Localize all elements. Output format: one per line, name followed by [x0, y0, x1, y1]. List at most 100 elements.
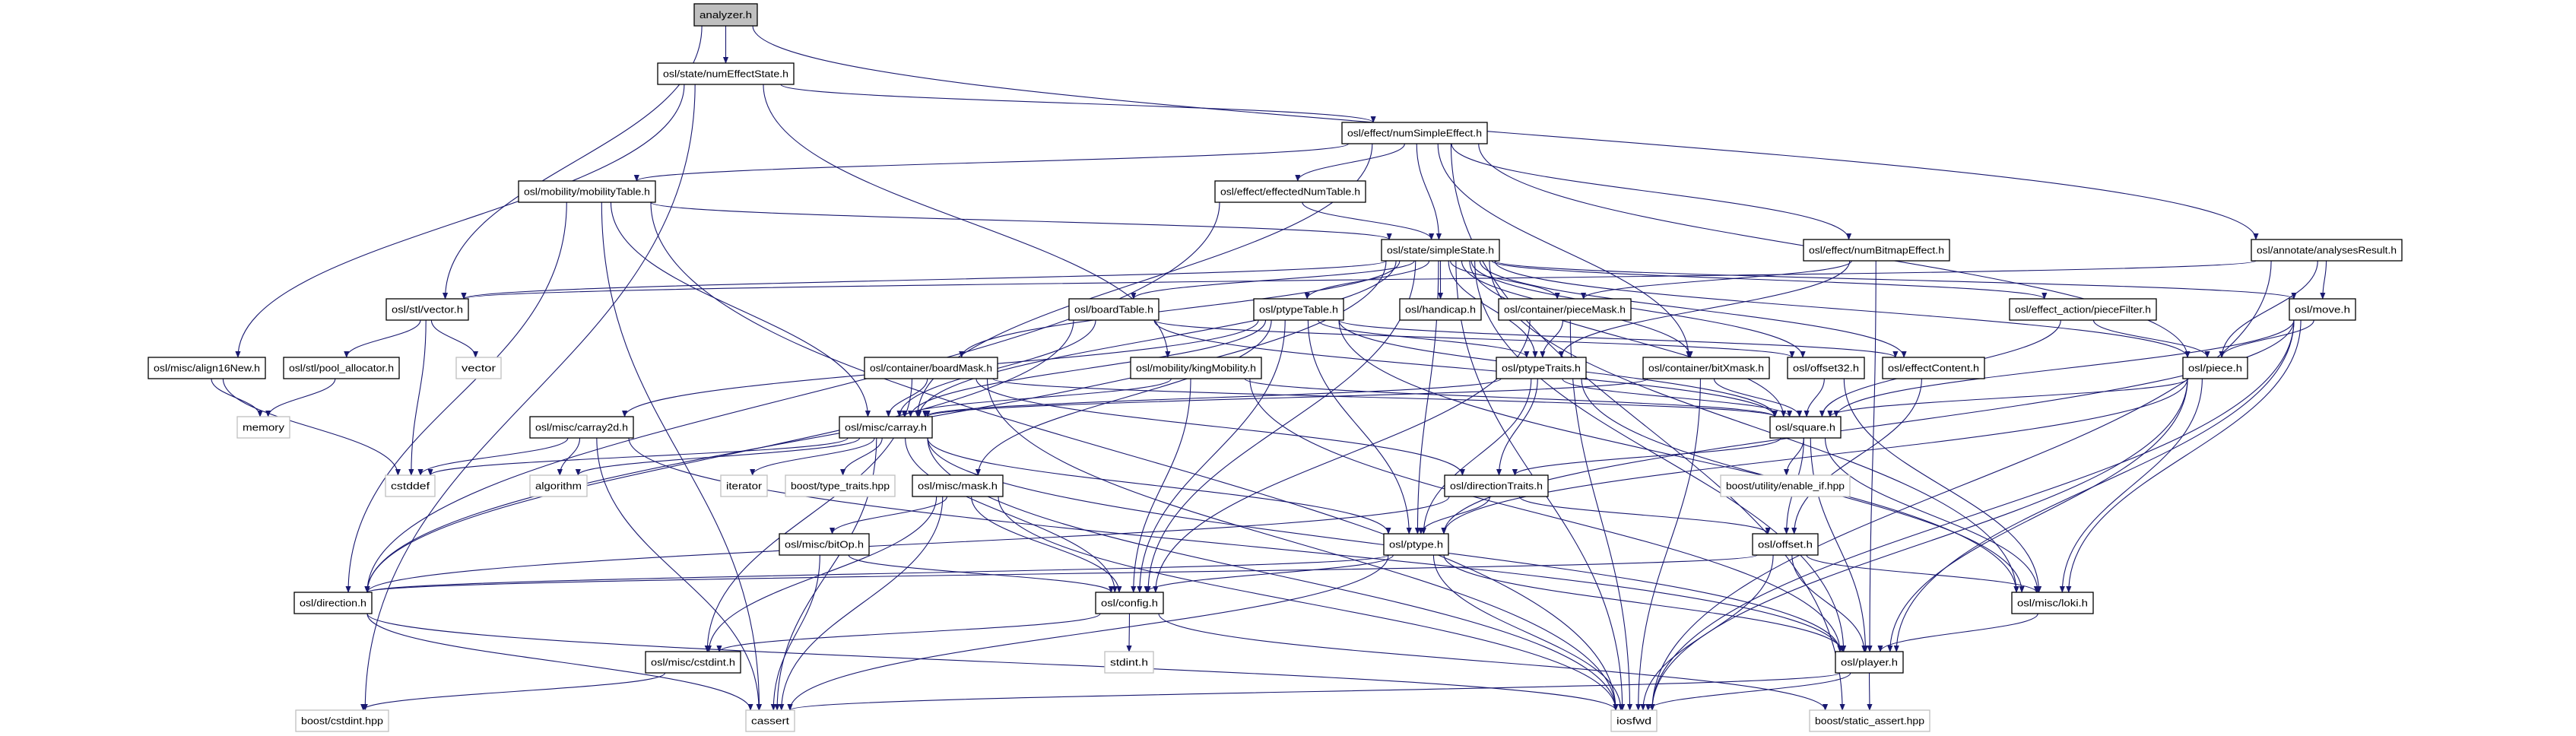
node-box[interactable]	[1381, 239, 1500, 262]
node-carray[interactable]: osl/misc/carray.h	[839, 416, 933, 439]
node-numSimpleEffect[interactable]: osl/effect/numSimpleEffect.h	[1341, 122, 1488, 144]
node-box[interactable]	[529, 416, 634, 439]
node-box[interactable]	[1496, 357, 1587, 379]
node-box[interactable]	[1803, 239, 1950, 262]
node-ptype[interactable]: osl/ptype.h	[1383, 533, 1449, 556]
node-box[interactable]	[1130, 357, 1262, 379]
node-numEffectState[interactable]: osl/state/numEffectState.h	[657, 62, 795, 85]
node-memory[interactable]: memory	[236, 416, 290, 439]
node-numBitmapEffect[interactable]: osl/effect/numBitmapEffect.h	[1803, 239, 1950, 262]
node-box[interactable]	[1341, 122, 1488, 144]
node-analysesResult[interactable]: osl/annotate/analysesResult.h	[2251, 239, 2403, 262]
node-box[interactable]	[529, 474, 588, 497]
node-box[interactable]	[1399, 298, 1482, 321]
node-box[interactable]	[839, 416, 933, 439]
node-box[interactable]	[1253, 298, 1344, 321]
node-effectContent[interactable]: osl/effectContent.h	[1882, 357, 1985, 379]
node-box[interactable]	[1214, 180, 1366, 203]
node-offset32[interactable]: osl/offset32.h	[1787, 357, 1865, 379]
node-algorithm[interactable]: algorithm	[529, 474, 588, 497]
node-box[interactable]	[2182, 357, 2248, 379]
node-static_assert[interactable]: boost/static_assert.hpp	[1809, 709, 1930, 732]
node-vector[interactable]: vector	[455, 357, 502, 379]
node-square[interactable]: osl/square.h	[1769, 416, 1842, 439]
node-box[interactable]	[1068, 298, 1160, 321]
node-box[interactable]	[283, 357, 400, 379]
node-bitXmask[interactable]: osl/container/bitXmask.h	[1642, 357, 1770, 379]
node-directionTraits[interactable]: osl/directionTraits.h	[1444, 474, 1549, 497]
node-vector_h[interactable]: osl/stl/vector.h	[385, 298, 469, 321]
node-config[interactable]: osl/config.h	[1095, 592, 1164, 614]
node-ptypeTraits[interactable]: osl/ptypeTraits.h	[1496, 357, 1587, 379]
node-box[interactable]	[1383, 533, 1449, 556]
node-mobilityTable[interactable]: osl/mobility/mobilityTable.h	[518, 180, 656, 203]
node-simpleState[interactable]: osl/state/simpleState.h	[1381, 239, 1500, 262]
node-box[interactable]	[2251, 239, 2403, 262]
node-label: iterator	[726, 481, 763, 492]
node-iosfwd[interactable]: iosfwd	[1610, 709, 1658, 732]
node-direction[interactable]: osl/direction.h	[293, 592, 373, 614]
node-box[interactable]	[1835, 651, 1904, 674]
node-mask[interactable]: osl/misc/mask.h	[912, 474, 1004, 497]
node-enable_if[interactable]: boost/utility/enable_if.hpp	[1720, 474, 1851, 497]
node-box[interactable]	[293, 592, 373, 614]
node-pool_allocator[interactable]: osl/stl/pool_allocator.h	[283, 357, 400, 379]
node-box[interactable]	[1104, 651, 1154, 674]
node-box[interactable]	[1809, 709, 1930, 732]
node-box[interactable]	[1498, 298, 1632, 321]
node-box[interactable]	[1444, 474, 1549, 497]
node-box[interactable]	[1642, 357, 1770, 379]
node-box[interactable]	[1769, 416, 1842, 439]
node-iterator[interactable]: iterator	[720, 474, 768, 497]
node-box[interactable]	[455, 357, 502, 379]
node-loki[interactable]: osl/misc/loki.h	[2011, 592, 2094, 614]
node-box[interactable]	[2009, 298, 2157, 321]
node-cstddef[interactable]: cstddef	[385, 474, 436, 497]
node-effectedNumTable[interactable]: osl/effect/effectedNumTable.h	[1214, 180, 1366, 203]
node-box[interactable]	[779, 533, 870, 556]
node-box[interactable]	[864, 357, 998, 379]
node-box[interactable]	[385, 298, 469, 321]
node-box[interactable]	[720, 474, 768, 497]
node-player[interactable]: osl/player.h	[1835, 651, 1904, 674]
node-move[interactable]: osl/move.h	[2289, 298, 2356, 321]
node-box[interactable]	[657, 62, 795, 85]
node-offset[interactable]: osl/offset.h	[1752, 533, 1819, 556]
node-kingMobility[interactable]: osl/mobility/kingMobility.h	[1130, 357, 1262, 379]
node-box[interactable]	[785, 474, 896, 497]
node-box[interactable]	[1610, 709, 1658, 732]
node-box[interactable]	[693, 3, 758, 27]
node-align16New[interactable]: osl/misc/align16New.h	[148, 357, 266, 379]
node-box[interactable]	[2289, 298, 2356, 321]
node-box[interactable]	[236, 416, 290, 439]
node-box[interactable]	[745, 709, 795, 732]
node-box[interactable]	[518, 180, 656, 203]
node-handicap[interactable]: osl/handicap.h	[1399, 298, 1482, 321]
node-ptypeTable[interactable]: osl/ptypeTable.h	[1253, 298, 1344, 321]
node-box[interactable]	[1720, 474, 1851, 497]
node-box[interactable]	[1752, 533, 1819, 556]
node-box[interactable]	[1787, 357, 1865, 379]
node-boardTable[interactable]: osl/boardTable.h	[1068, 298, 1160, 321]
node-box[interactable]	[1095, 592, 1164, 614]
node-pieceMask[interactable]: osl/container/pieceMask.h	[1498, 298, 1632, 321]
node-analyzer[interactable]: analyzer.h	[693, 3, 758, 27]
node-pieceFilter[interactable]: osl/effect_action/pieceFilter.h	[2009, 298, 2157, 321]
node-bitOp[interactable]: osl/misc/bitOp.h	[779, 533, 870, 556]
node-piece[interactable]: osl/piece.h	[2182, 357, 2248, 379]
node-box[interactable]	[2011, 592, 2094, 614]
node-box[interactable]	[295, 709, 389, 732]
node-boost_cstdint[interactable]: boost/cstdint.hpp	[295, 709, 389, 732]
edge-misc_cstdint-to-boost_cstdint	[360, 672, 666, 711]
node-type_traits[interactable]: boost/type_traits.hpp	[785, 474, 896, 497]
node-cassert[interactable]: cassert	[745, 709, 795, 732]
node-boardMask[interactable]: osl/container/boardMask.h	[864, 357, 998, 379]
node-box[interactable]	[1882, 357, 1985, 379]
node-box[interactable]	[645, 651, 741, 674]
node-box[interactable]	[385, 474, 436, 497]
node-box[interactable]	[148, 357, 266, 379]
node-stdint[interactable]: stdint.h	[1104, 651, 1154, 674]
node-misc_cstdint[interactable]: osl/misc/cstdint.h	[645, 651, 741, 674]
node-carray2d[interactable]: osl/misc/carray2d.h	[529, 416, 634, 439]
node-box[interactable]	[912, 474, 1004, 497]
